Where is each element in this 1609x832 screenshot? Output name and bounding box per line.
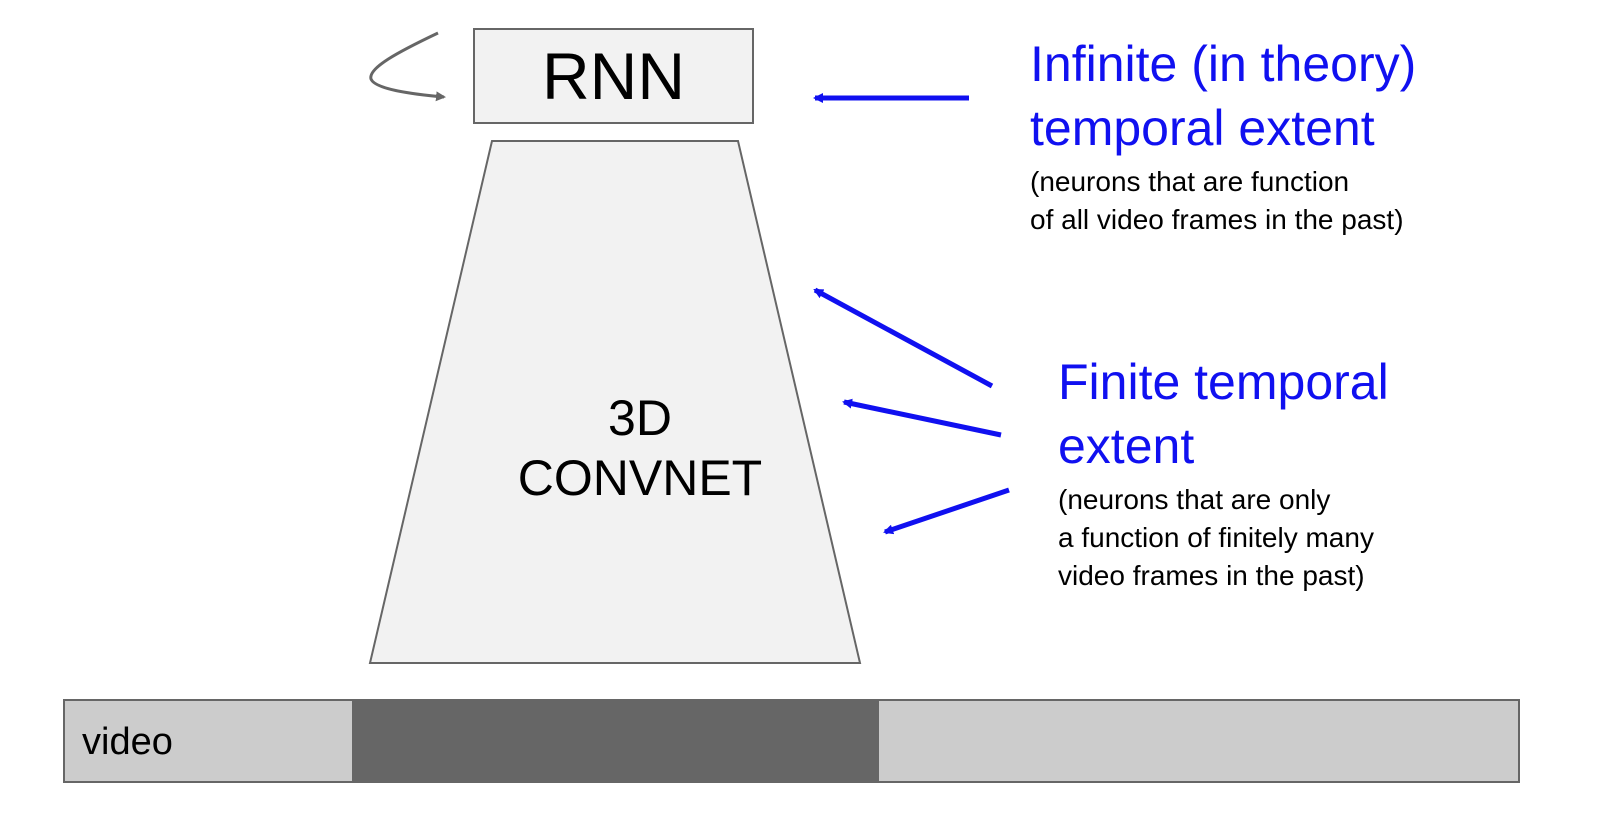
recurrent-loop-arrow xyxy=(369,31,446,102)
convnet-label: 3D CONVNET xyxy=(517,390,763,506)
infinite-extent-note: (neurons that are function of all video … xyxy=(1030,166,1404,235)
arrow-to-convnet-middle xyxy=(842,398,1002,438)
arrow-to-convnet-bottom xyxy=(883,487,1010,535)
video-bar-outline xyxy=(63,699,1520,783)
arrow-to-convnet-top xyxy=(813,287,994,389)
convnet-trapezoid xyxy=(368,140,862,664)
video-bar-window xyxy=(352,700,879,782)
finite-extent-note: (neurons that are only a function of fin… xyxy=(1058,484,1374,591)
video-label: video xyxy=(82,721,173,763)
video-bar-past xyxy=(64,700,352,782)
infinite-extent-heading: Infinite (in theory) temporal extent xyxy=(1030,36,1417,156)
rnn-label: RNN xyxy=(542,39,685,113)
finite-extent-heading: Finite temporal extent xyxy=(1058,354,1389,474)
rnn-box xyxy=(473,28,754,124)
video-bar-future xyxy=(879,700,1519,782)
